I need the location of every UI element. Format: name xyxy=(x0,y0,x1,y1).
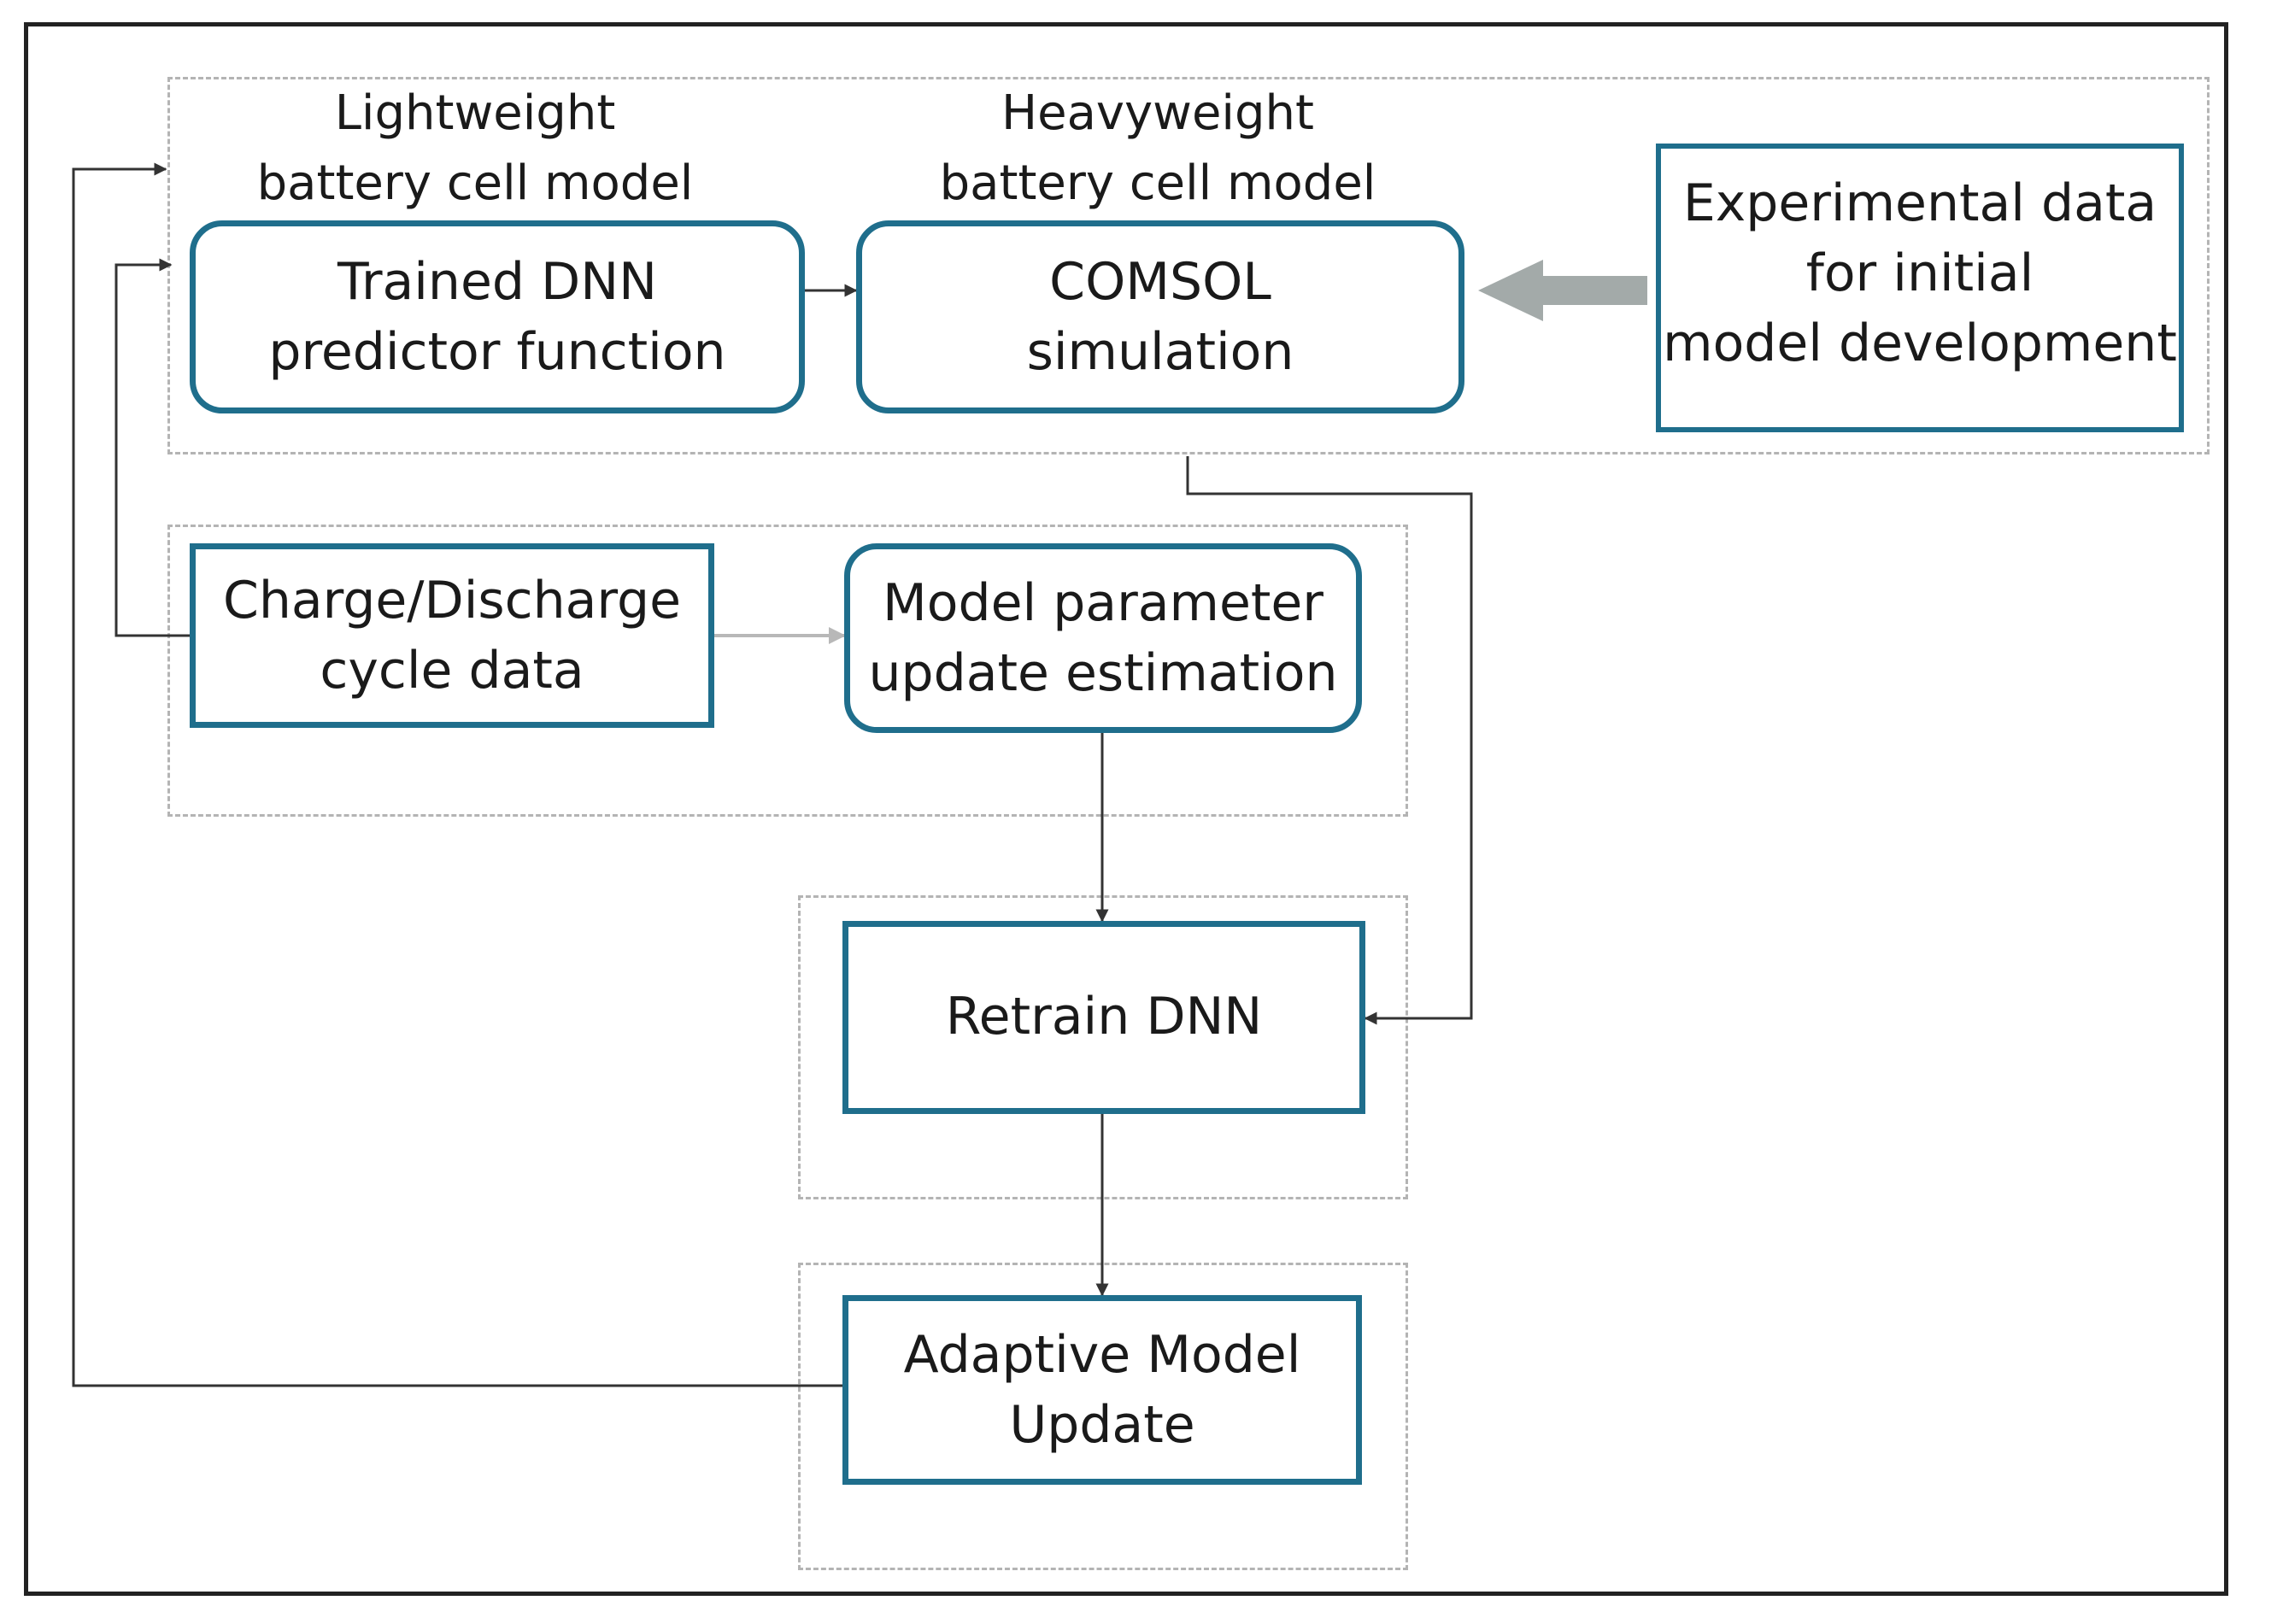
dnn-predictor-line-1: Trained DNN xyxy=(337,252,657,312)
cycle-data-line-2: cycle data xyxy=(320,641,584,701)
comsol-simulation-node: COMSOL simulation xyxy=(856,220,1464,413)
param-update-line-1: Model parameter xyxy=(883,573,1323,633)
data-estimation-group xyxy=(167,525,1408,817)
arrow-experimental-to-comsol-head xyxy=(1478,260,1543,321)
heavyweight-heading-line-2: battery cell model xyxy=(939,155,1376,211)
experimental-data-node: Experimental data for initial model deve… xyxy=(1656,144,2184,432)
experimental-line-1: Experimental data xyxy=(1682,173,2157,233)
dnn-predictor-line-2: predictor function xyxy=(268,322,726,382)
comsol-line-2: simulation xyxy=(1026,322,1294,382)
heavyweight-model-heading: Heavyweight battery cell model xyxy=(872,79,1444,219)
experimental-line-2: for initial xyxy=(1805,243,2034,303)
comsol-line-1: COMSOL xyxy=(1049,252,1271,312)
experimental-line-3: model development xyxy=(1663,314,2177,373)
adaptive-line-2: Update xyxy=(1009,1395,1195,1455)
cycle-data-line-1: Charge/Discharge xyxy=(222,571,682,630)
heavyweight-heading-line-1: Heavyweight xyxy=(1001,85,1314,141)
cycle-data-node: Charge/Discharge cycle data xyxy=(190,543,714,728)
lightweight-heading-line-1: Lightweight xyxy=(334,85,616,141)
arrow-comsol-to-retrain xyxy=(1186,456,1473,1025)
dnn-predictor-node: Trained DNN predictor function xyxy=(190,220,805,413)
retrain-dnn-node: Retrain DNN xyxy=(842,921,1365,1114)
adaptive-line-1: Adaptive Model xyxy=(903,1325,1301,1385)
adaptive-model-update-node: Adaptive Model Update xyxy=(842,1295,1362,1485)
lightweight-heading-line-2: battery cell model xyxy=(256,155,694,211)
figure-frame xyxy=(24,22,2228,1596)
retrain-line-1: Retrain DNN xyxy=(945,987,1263,1047)
lightweight-model-heading: Lightweight battery cell model xyxy=(190,79,760,219)
param-update-line-2: update estimation xyxy=(868,643,1338,703)
param-update-node: Model parameter update estimation xyxy=(844,543,1362,733)
arrow-adaptive-to-lightweight-model xyxy=(72,162,842,1387)
arrow-cycle-data-to-predictor xyxy=(114,258,190,637)
